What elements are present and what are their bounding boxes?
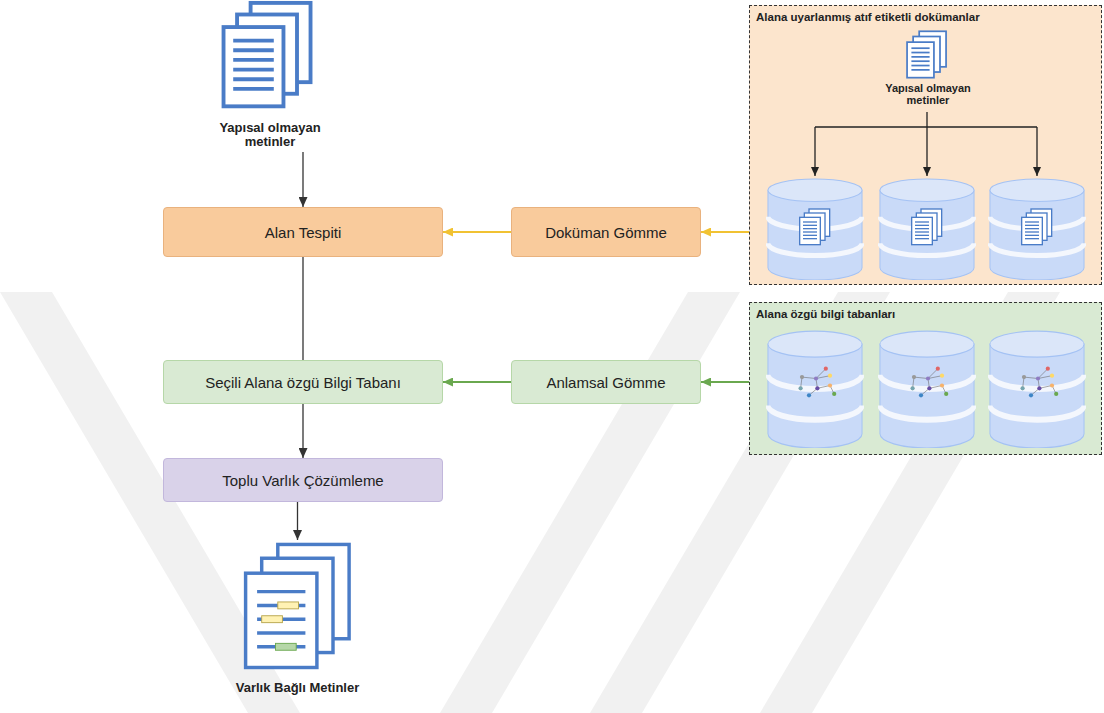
connector-arrow (302, 404, 303, 458)
knowledge-panel: Alana özgü bilgi tabanları (749, 302, 1102, 455)
connector-arrow (302, 257, 303, 360)
process-box: Seçili Alana özgü Bilgi Tabanı (163, 360, 443, 404)
process-box: Anlamsal Gömme (511, 360, 701, 404)
panel-title: Alana uyarlanmış atıf etiketli dokümanla… (750, 6, 1101, 28)
icon-caption: Yapısal olmayan metinler (878, 82, 978, 106)
panel-title: Alana özgü bilgi tabanları (750, 303, 1101, 325)
connector-arrow (443, 381, 511, 383)
document-stack: Yapısal olmayan metinler (878, 30, 978, 110)
connector-arrow (701, 231, 749, 233)
database-cylinders (768, 179, 1084, 280)
box-label: Alan Tespiti (265, 223, 341, 242)
branch-arrows (815, 112, 1037, 176)
process-box: Toplu Varlık Çözümleme (163, 458, 443, 502)
document-panel: Alana uyarlanmış atıf etiketli dokümanla… (749, 5, 1102, 285)
box-label: Toplu Varlık Çözümleme (222, 471, 383, 490)
linked-document-icon (246, 544, 350, 667)
document-stack-icon (224, 3, 311, 106)
process-box: Doküman Gömme (511, 207, 701, 257)
icon-caption: Varlık Bağlı Metinler (215, 681, 380, 695)
connector-arrow (443, 231, 511, 233)
box-label: Seçili Alana özgü Bilgi Tabanı (205, 373, 401, 392)
icon-caption: Yapısal olmayan metinler (200, 121, 340, 149)
document-stack-icon (907, 31, 946, 77)
box-label: Anlamsal Gömme (546, 373, 665, 392)
document-stack: Yapısal olmayan metinler (200, 0, 340, 152)
document-stack: Varlık Bağlı Metinler (215, 540, 380, 712)
connector-arrow (302, 152, 303, 207)
connector-arrow (701, 381, 749, 383)
process-box: Alan Tespiti (163, 207, 443, 257)
connector-arrow (297, 502, 298, 540)
box-label: Doküman Gömme (545, 223, 667, 242)
knowledge-base-cylinders (768, 331, 1084, 448)
